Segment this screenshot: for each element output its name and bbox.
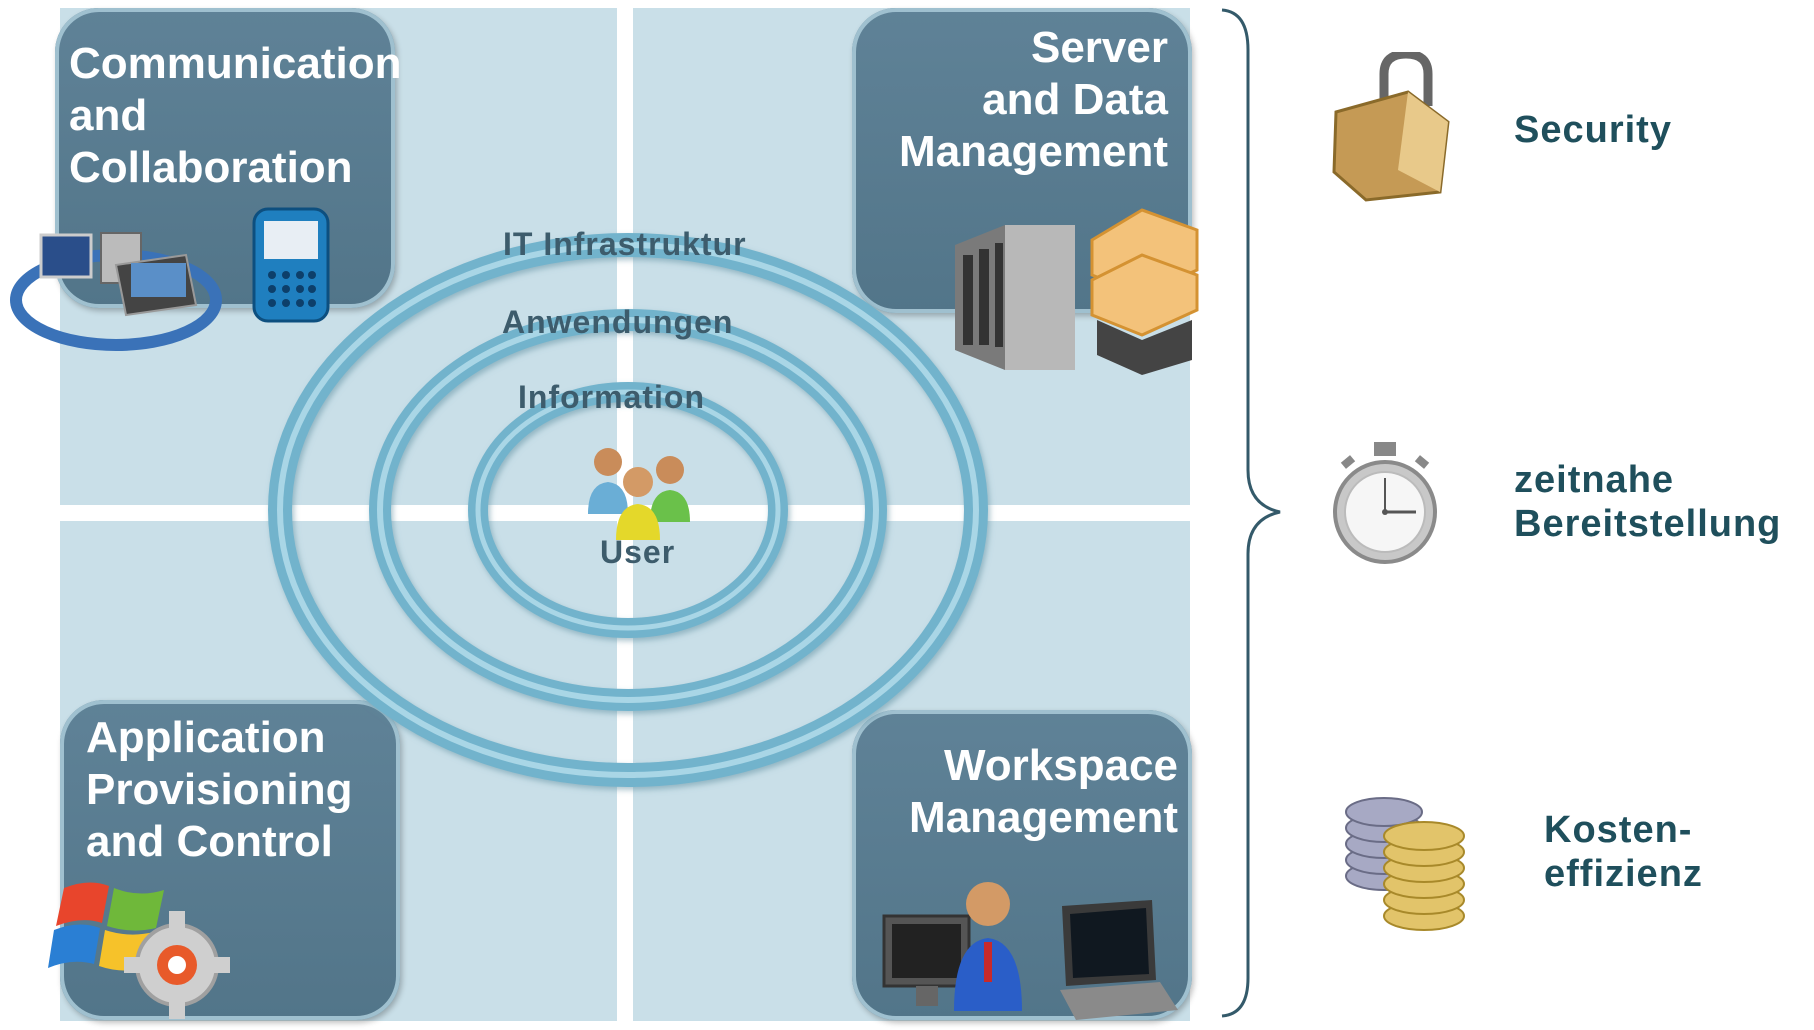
- workstation-user-icon: [882, 882, 1022, 1011]
- ring-label-user: User: [600, 534, 676, 570]
- workspace-management-title: Workspace Management: [909, 741, 1178, 842]
- communication-devices-icon: [10, 232, 222, 351]
- communication-collaboration-title: Communication and Collaboration: [69, 39, 402, 192]
- server-rack-icon: [955, 225, 1075, 370]
- gear-icon: [124, 911, 230, 1019]
- benefit-zeitnahe-bereitstellung: zeitnahe Bereitstellung: [1514, 459, 1782, 545]
- storage-icon: [1090, 208, 1199, 375]
- ring-label-it-infrastruktur: IT Infrastruktur: [503, 226, 747, 262]
- ring-label-information: Information: [518, 379, 705, 415]
- users-icon: [588, 448, 690, 540]
- curly-brace: [1221, 8, 1281, 1018]
- application-provisioning-title: Application Provisioning and Control: [86, 713, 353, 866]
- stopwatch-icon: [1333, 442, 1437, 564]
- laptop-icon: [1060, 900, 1178, 1020]
- coins-icon: [1345, 797, 1465, 931]
- ring-label-anwendungen: Anwendungen: [502, 304, 734, 340]
- server-data-management-title: Server and Data Management: [899, 23, 1168, 176]
- smartphone-icon: [252, 207, 330, 323]
- benefit-kosteneffizienz: Kosten- effizienz: [1544, 809, 1703, 895]
- benefit-security: Security: [1514, 109, 1672, 151]
- padlock-icon: [1332, 52, 1450, 202]
